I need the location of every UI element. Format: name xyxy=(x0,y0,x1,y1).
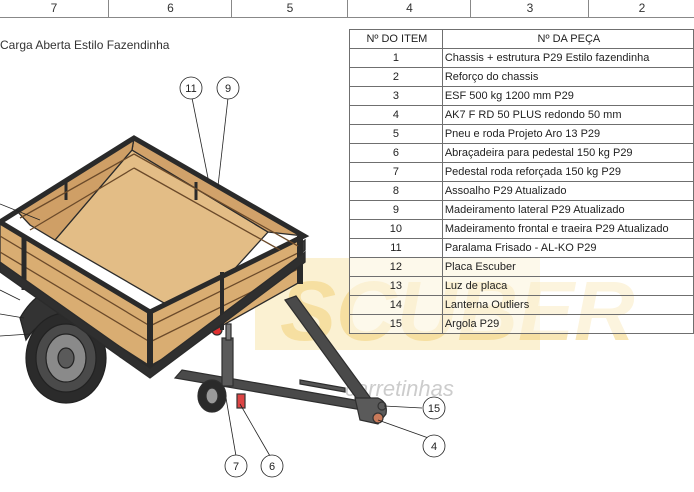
bom-item-number: 14 xyxy=(349,295,443,315)
bom-part-name: Argola P29 xyxy=(441,314,694,334)
balloon-label: 6 xyxy=(269,461,275,473)
zone-ruler: 7 6 5 4 3 2 xyxy=(0,0,694,18)
balloon-label: 4 xyxy=(431,441,437,453)
bom-part-name: Reforço do chassis xyxy=(441,67,694,87)
zone-label: 5 xyxy=(231,0,348,17)
bom-part-name: Pneu e roda Projeto Aro 13 P29 xyxy=(441,124,694,144)
bom-item-number: 13 xyxy=(349,276,443,296)
bom-part-name: Madeiramento frontal e traeira P29 Atual… xyxy=(441,219,694,239)
balloon-6 xyxy=(260,454,284,478)
bom-header-part: Nº DA PEÇA xyxy=(441,29,694,49)
bom-part-name: Lanterna Outliers xyxy=(441,295,694,315)
bom-header-item: Nº DO ITEM xyxy=(349,29,443,49)
bom-item-number: 9 xyxy=(349,200,443,220)
balloon-callouts xyxy=(0,76,446,478)
bom-part-name: Assoalho P29 Atualizado xyxy=(441,181,694,201)
balloon-label: 7 xyxy=(233,461,239,473)
bom-item-number: 10 xyxy=(349,219,443,239)
balloon-11 xyxy=(179,76,203,100)
bom-item-number: 5 xyxy=(349,124,443,144)
bom-item-number: 3 xyxy=(349,86,443,106)
bom-item-number: 1 xyxy=(349,48,443,68)
bom-part-name: Placa Escuber xyxy=(441,257,694,277)
zone-label: 3 xyxy=(470,0,589,17)
bom-item-number: 15 xyxy=(349,314,443,334)
balloon-9 xyxy=(216,76,240,100)
bom-part-name: Abraçadeira para pedestal 150 kg P29 xyxy=(441,143,694,163)
bom-item-number: 11 xyxy=(349,238,443,258)
bom-part-name: Chassis + estrutura P29 Estilo fazendinh… xyxy=(441,48,694,68)
bom-part-name: Madeiramento lateral P29 Atualizado xyxy=(441,200,694,220)
balloon-7 xyxy=(224,454,248,478)
balloon-numbers: 11 9 15 4 7 6 xyxy=(185,83,440,473)
bom-item-number: 4 xyxy=(349,105,443,125)
bom-header-row: Nº DO ITEM Nº DA PEÇA xyxy=(349,29,694,49)
zone-label: 7 xyxy=(50,1,58,15)
zone-label: 6 xyxy=(108,0,232,17)
bom-item-number: 8 xyxy=(349,181,443,201)
zone-label: 4 xyxy=(347,0,471,17)
balloon-15 xyxy=(422,396,446,420)
bom-item-number: 2 xyxy=(349,67,443,87)
bom-part-name: Paralama Frisado - AL-KO P29 xyxy=(441,238,694,258)
balloon-label: 11 xyxy=(185,83,196,95)
balloon-label: 15 xyxy=(428,403,440,415)
bom-part-name: Luz de placa xyxy=(441,276,694,296)
balloon-label: 9 xyxy=(225,83,231,95)
bom-item-number: 7 xyxy=(349,162,443,182)
drawing-title: Carga Aberta Estilo Fazendinha xyxy=(0,38,170,52)
bom-part-name: AK7 F RD 50 PLUS redondo 50 mm xyxy=(441,105,694,125)
bom-part-name: Pedestal roda reforçada 150 kg P29 xyxy=(441,162,694,182)
zone-label: 2 xyxy=(588,0,694,17)
bom-part-name: ESF 500 kg 1200 mm P29 xyxy=(441,86,694,106)
bom-item-number: 12 xyxy=(349,257,443,277)
balloon-4 xyxy=(422,434,446,458)
bom-item-number: 6 xyxy=(349,143,443,163)
cargo-box xyxy=(0,135,310,379)
